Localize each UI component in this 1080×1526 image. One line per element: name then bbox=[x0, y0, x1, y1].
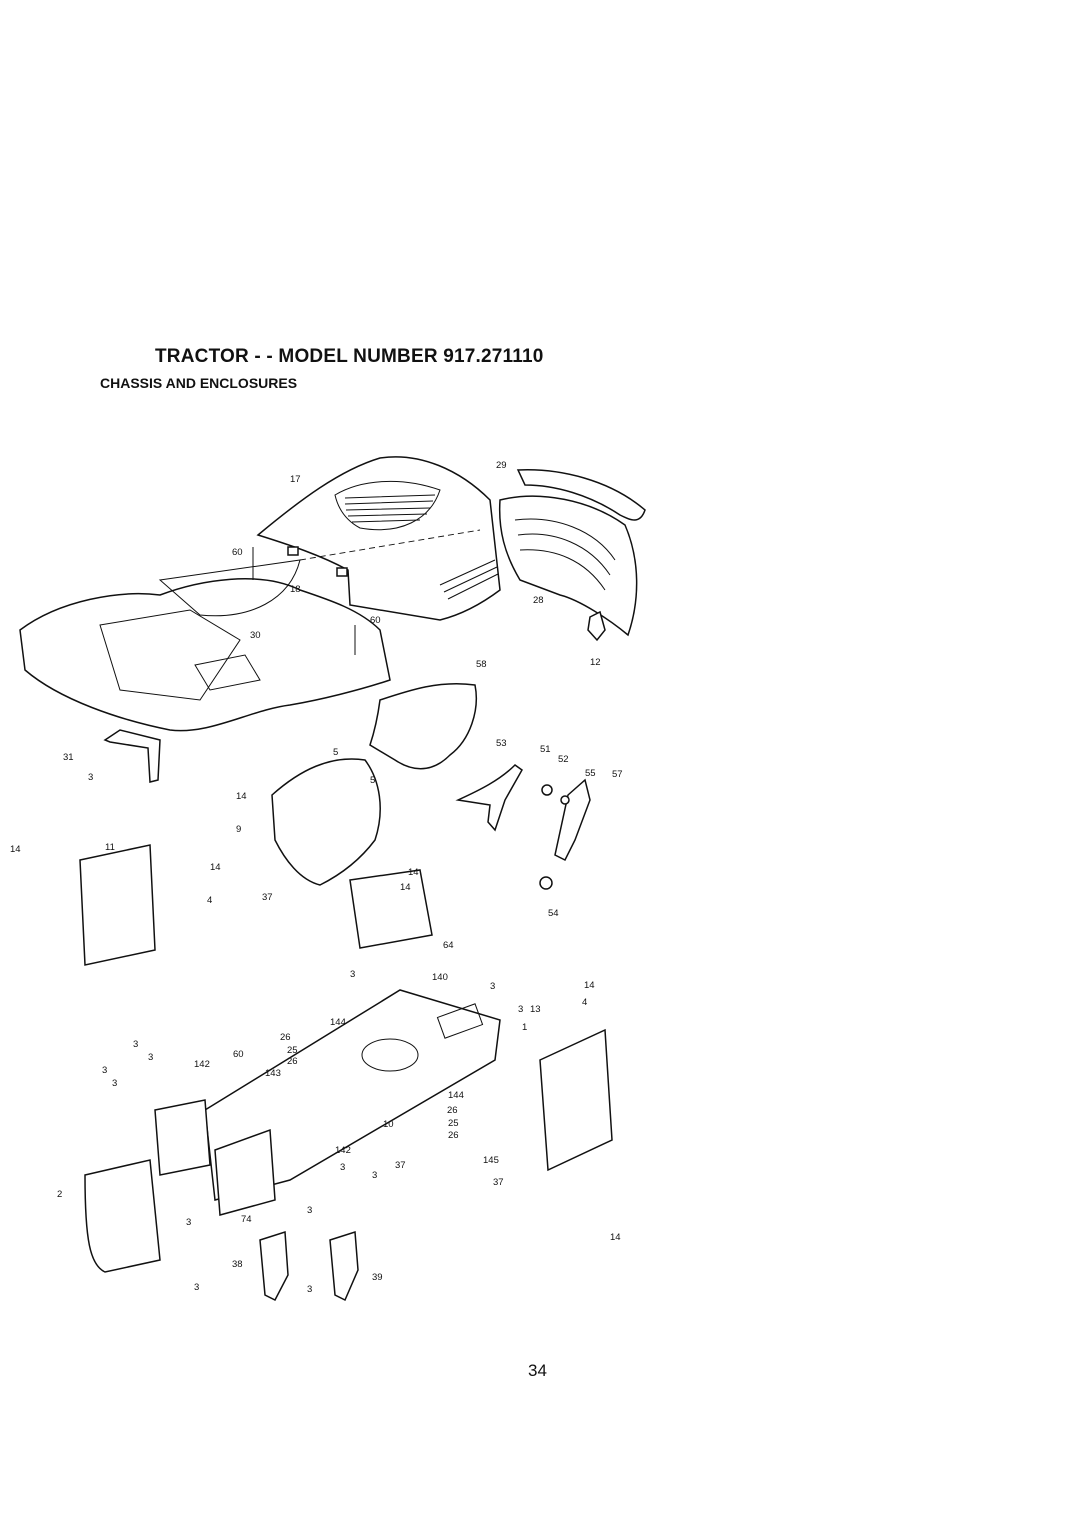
callout-144: 144 bbox=[330, 1017, 346, 1028]
callout-26: 26 bbox=[448, 1130, 459, 1141]
callout-12: 12 bbox=[590, 657, 601, 668]
callout-51: 51 bbox=[540, 744, 551, 755]
callout-4: 4 bbox=[582, 997, 587, 1008]
callout-3: 3 bbox=[518, 1004, 523, 1015]
front-plate-2 bbox=[84, 1159, 161, 1273]
callout-31: 31 bbox=[63, 752, 74, 763]
bracket-18b bbox=[336, 567, 348, 577]
callout-144: 144 bbox=[448, 1090, 464, 1101]
callout-14: 14 bbox=[210, 862, 221, 873]
callout-55: 55 bbox=[585, 768, 596, 779]
page-title: TRACTOR - - MODEL NUMBER 917.271110 bbox=[155, 346, 544, 367]
callout-3: 3 bbox=[490, 981, 495, 992]
callout-25: 25 bbox=[287, 1045, 298, 1056]
callout-25: 25 bbox=[448, 1118, 459, 1129]
callout-74: 74 bbox=[241, 1214, 252, 1225]
grille-part bbox=[516, 469, 646, 521]
callout-5: 5 bbox=[370, 775, 375, 786]
nut-51 bbox=[541, 784, 553, 796]
callout-37: 37 bbox=[493, 1177, 504, 1188]
callout-26: 26 bbox=[287, 1056, 298, 1067]
callout-57: 57 bbox=[612, 769, 623, 780]
callout-14: 14 bbox=[610, 1232, 621, 1243]
callout-17: 17 bbox=[290, 474, 301, 485]
callout-54: 54 bbox=[548, 908, 559, 919]
callout-1: 1 bbox=[522, 1022, 527, 1033]
callout-53: 53 bbox=[496, 738, 507, 749]
callout-142: 142 bbox=[194, 1059, 210, 1070]
callout-37: 37 bbox=[395, 1160, 406, 1171]
callout-2: 2 bbox=[57, 1189, 62, 1200]
callout-14: 14 bbox=[408, 867, 419, 878]
callout-58: 58 bbox=[476, 659, 487, 670]
bracket-18a bbox=[287, 546, 299, 556]
frame-opening bbox=[361, 1038, 419, 1072]
callout-14: 14 bbox=[10, 844, 21, 855]
callout-60: 60 bbox=[232, 547, 243, 558]
latch-part bbox=[587, 610, 606, 642]
callout-64: 64 bbox=[443, 940, 454, 951]
callout-37: 37 bbox=[262, 892, 273, 903]
callout-4: 4 bbox=[207, 895, 212, 906]
callout-28: 28 bbox=[533, 595, 544, 606]
callout-3: 3 bbox=[102, 1065, 107, 1076]
callout-140: 140 bbox=[432, 972, 448, 983]
lift-arm-53 bbox=[455, 764, 523, 832]
callout-3: 3 bbox=[148, 1052, 153, 1063]
callout-10: 10 bbox=[383, 1119, 394, 1130]
callout-3: 3 bbox=[186, 1217, 191, 1228]
callout-3: 3 bbox=[340, 1162, 345, 1173]
lift-arm-55 bbox=[554, 778, 591, 862]
callout-3: 3 bbox=[307, 1284, 312, 1295]
callout-39: 39 bbox=[372, 1272, 383, 1283]
callout-3: 3 bbox=[88, 772, 93, 783]
side-plate-13 bbox=[539, 1028, 613, 1172]
callout-143: 143 bbox=[265, 1068, 281, 1079]
callout-11: 11 bbox=[105, 842, 115, 853]
frame-side-plate-mid bbox=[214, 1128, 276, 1216]
frame-slot bbox=[436, 1003, 484, 1039]
callout-52: 52 bbox=[558, 754, 569, 765]
washer-52 bbox=[560, 795, 570, 805]
page-number: 34 bbox=[528, 1361, 547, 1380]
dash-shroud-part bbox=[369, 682, 477, 770]
side-plate-11 bbox=[79, 844, 156, 966]
main-frame-part bbox=[204, 989, 501, 1201]
callout-3: 3 bbox=[112, 1078, 117, 1089]
bracket-38 bbox=[259, 1230, 289, 1302]
footrest-part bbox=[349, 869, 433, 949]
callout-29: 29 bbox=[496, 460, 507, 471]
callout-26: 26 bbox=[447, 1105, 458, 1116]
callout-145: 145 bbox=[483, 1155, 499, 1166]
callout-3: 3 bbox=[133, 1039, 138, 1050]
callout-14: 14 bbox=[400, 882, 411, 893]
frame-side-plate-left bbox=[154, 1099, 211, 1176]
callout-142: 142 bbox=[335, 1145, 351, 1156]
knob-54 bbox=[539, 876, 553, 890]
callout-3: 3 bbox=[372, 1170, 377, 1181]
section-subtitle: CHASSIS AND ENCLOSURES bbox=[100, 375, 298, 391]
callout-9: 9 bbox=[236, 824, 241, 835]
grille-housing-part bbox=[498, 495, 638, 637]
callout-3: 3 bbox=[307, 1205, 312, 1216]
callout-14: 14 bbox=[236, 791, 247, 802]
fender-part bbox=[19, 559, 391, 732]
callout-30: 30 bbox=[250, 630, 261, 641]
bracket-31 bbox=[103, 729, 161, 783]
callout-60: 60 bbox=[233, 1049, 244, 1060]
callout-5: 5 bbox=[333, 747, 338, 758]
hood-part bbox=[256, 456, 501, 621]
callout-38: 38 bbox=[232, 1259, 243, 1270]
callout-3: 3 bbox=[350, 969, 355, 980]
dash-panel-part bbox=[271, 758, 381, 886]
callout-60: 60 bbox=[370, 615, 381, 626]
callout-18: 18 bbox=[290, 584, 301, 595]
callout-26: 26 bbox=[280, 1032, 291, 1043]
bracket-39 bbox=[329, 1230, 359, 1302]
callout-13: 13 bbox=[530, 1004, 541, 1015]
callout-3: 3 bbox=[194, 1282, 199, 1293]
callout-14: 14 bbox=[584, 980, 595, 991]
